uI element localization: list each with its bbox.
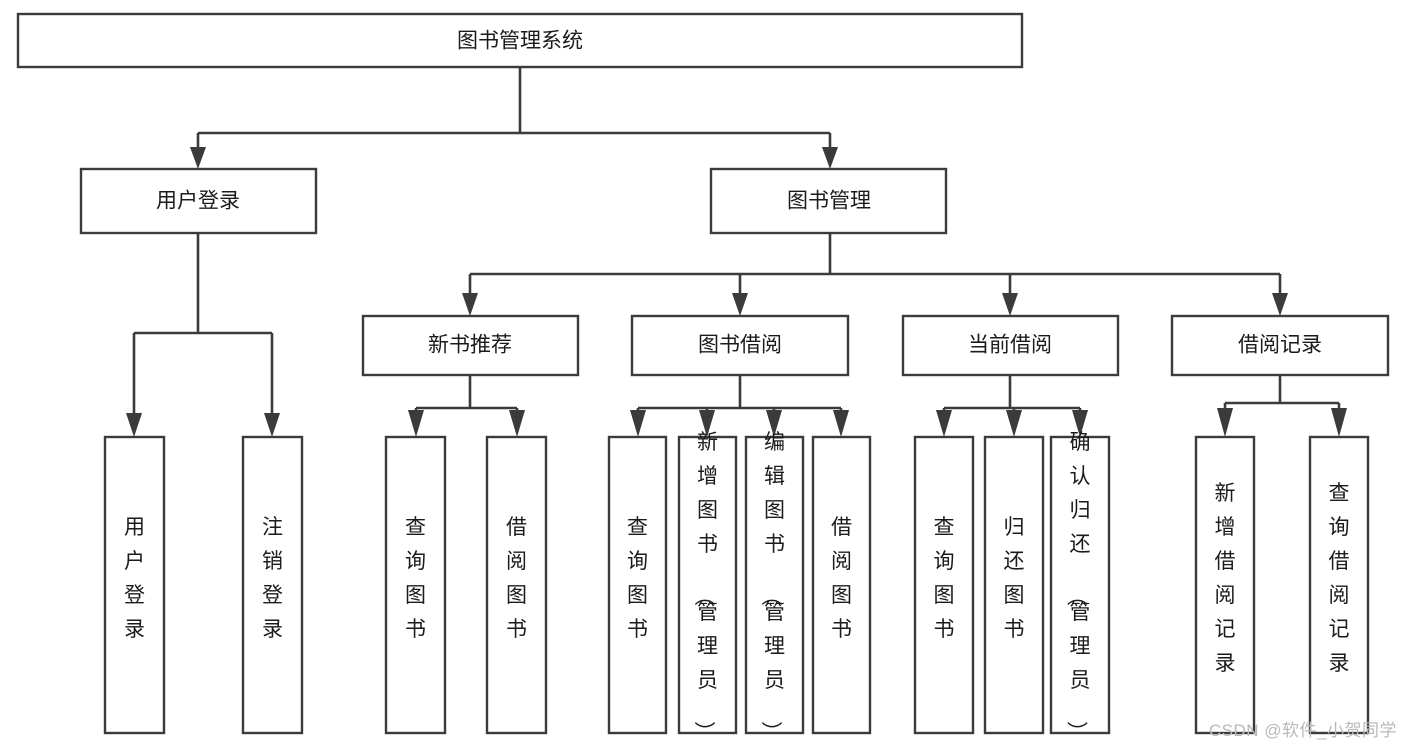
- node-book-management-label: 图书管理: [787, 190, 871, 213]
- node-borrow-record-label: 借阅记录: [1238, 334, 1322, 357]
- leaf-node-label: 归还图书: [1004, 516, 1025, 641]
- node-borrow-record-box[interactable]: [1170, 314, 1390, 377]
- node-new-book-recommend-label: 新书推荐: [428, 334, 512, 357]
- leaf-node[interactable]: 查询图书: [384, 435, 447, 735]
- node-book-management[interactable]: 图书管理: [709, 167, 948, 235]
- leaf-node[interactable]: 借阅图书: [811, 435, 872, 735]
- node-borrow-record[interactable]: 借阅记录: [1170, 314, 1390, 377]
- arrow-head-borrow-record: [1272, 293, 1288, 316]
- arrow-head-borrowrecord-leaf-1: [1217, 408, 1233, 437]
- node-book-borrow[interactable]: 图书借阅: [630, 314, 850, 377]
- node-root[interactable]: 图书管理系统: [16, 12, 1024, 69]
- leaf-node-label: 查询图书: [934, 516, 955, 641]
- leaf-node-box[interactable]: [485, 435, 548, 735]
- node-book-management-box[interactable]: [709, 167, 948, 235]
- leaf-node[interactable]: 查询图书: [607, 435, 668, 735]
- arrow-head-bookborrow-leaf-2: [699, 410, 715, 437]
- leaf-node-label: 注销登录: [262, 516, 283, 641]
- node-root-label: 图书管理系统: [457, 30, 583, 53]
- node-book-borrow-label: 图书借阅: [698, 334, 782, 357]
- leaf-node-box[interactable]: [384, 435, 447, 735]
- leaf-node-box[interactable]: [1194, 435, 1256, 735]
- node-book-borrow-box[interactable]: [630, 314, 850, 377]
- leaf-node-box[interactable]: [913, 435, 975, 735]
- leaf-node[interactable]: 确认归还（管理员）: [1049, 431, 1111, 742]
- leaf-node-box[interactable]: [677, 435, 738, 735]
- arrow-head-newbook-leaf-1: [408, 410, 424, 437]
- arrow-head-leaf-logout: [264, 413, 280, 437]
- arrow-head-currentborrow-leaf-1: [936, 410, 952, 437]
- arrow-head-user-login: [190, 147, 206, 169]
- node-user-login-label: 用户登录: [156, 190, 240, 213]
- node-user-login-box[interactable]: [79, 167, 318, 235]
- leaf-node[interactable]: 查询图书: [913, 435, 975, 735]
- leaf-node[interactable]: 注销登录: [241, 435, 304, 735]
- leaf-node[interactable]: 归还图书: [983, 435, 1045, 735]
- leaf-node-box[interactable]: [241, 435, 304, 735]
- leaf-node-label: 确认归还（管理员）: [1065, 431, 1091, 742]
- leaf-node-box[interactable]: [607, 435, 668, 735]
- arrow-head-newbook-leaf-2: [509, 410, 525, 437]
- leaf-node-box[interactable]: [811, 435, 872, 735]
- arrow-head-current-borrow: [1002, 293, 1018, 316]
- arrow-head-currentborrow-leaf-3: [1072, 410, 1088, 437]
- node-current-borrow[interactable]: 当前借阅: [901, 314, 1120, 377]
- leaf-node[interactable]: 用户登录: [103, 435, 166, 735]
- leaf-node[interactable]: 查询借阅记录: [1308, 435, 1370, 735]
- arrow-head-bookborrow-leaf-3: [766, 410, 782, 437]
- leaf-node[interactable]: 新增图书（管理员）: [677, 431, 738, 742]
- leaf-node[interactable]: 新增借阅记录: [1194, 435, 1256, 735]
- arrow-head-bookborrow-leaf-4: [833, 410, 849, 437]
- leaf-node-label: 借阅图书: [831, 516, 852, 641]
- leaf-node-label: 新增图书（管理员）: [692, 431, 718, 742]
- node-root-box[interactable]: [16, 12, 1024, 69]
- leaf-node-box[interactable]: [1308, 435, 1370, 735]
- arrow-head-book-borrow: [732, 293, 748, 316]
- arrow-head-book-mgmt: [822, 147, 838, 169]
- connector-layer: [126, 67, 1347, 437]
- arrow-head-currentborrow-leaf-2: [1006, 410, 1022, 437]
- leaf-node-label: 用户登录: [124, 516, 145, 641]
- leaf-node-label: 查询图书: [405, 516, 426, 641]
- leaf-node-box[interactable]: [1049, 435, 1111, 735]
- node-user-login[interactable]: 用户登录: [79, 167, 318, 235]
- leaf-node-label: 查询图书: [627, 516, 648, 641]
- arrow-head-new-book-rec: [462, 293, 478, 316]
- arrow-head-borrowrecord-leaf-2: [1331, 408, 1347, 437]
- arrow-head-leaf-user-login: [126, 413, 142, 437]
- node-new-book-recommend[interactable]: 新书推荐: [361, 314, 580, 377]
- arrow-head-bookborrow-leaf-1: [630, 410, 646, 437]
- leaf-node-box[interactable]: [103, 435, 166, 735]
- leaf-node-box[interactable]: [983, 435, 1045, 735]
- node-current-borrow-label: 当前借阅: [968, 334, 1052, 357]
- leaf-node-label: 借阅图书: [506, 516, 527, 641]
- leaf-node-box[interactable]: [744, 435, 805, 735]
- node-new-book-recommend-box[interactable]: [361, 314, 580, 377]
- leaf-node-layer: 用户登录 注销登录 查询图书 借阅图书 查询图书 新增图书（管理员） 编辑图书（管理员） 借阅…: [103, 431, 1370, 742]
- leaf-node-label: 新增借阅记录: [1215, 482, 1236, 675]
- leaf-node[interactable]: 编辑图书（管理员）: [744, 431, 805, 742]
- leaf-node-label: 查询借阅记录: [1329, 482, 1350, 675]
- leaf-node-label: 编辑图书（管理员）: [759, 431, 785, 742]
- node-current-borrow-box[interactable]: [901, 314, 1120, 377]
- leaf-node[interactable]: 借阅图书: [485, 435, 548, 735]
